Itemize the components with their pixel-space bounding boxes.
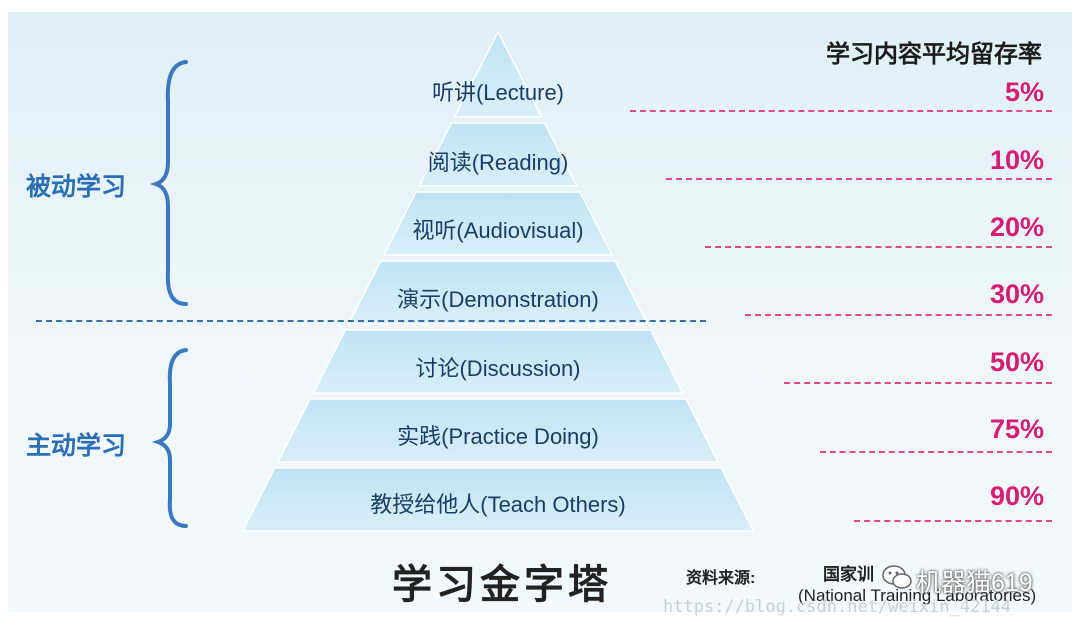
retention-audiovisual: 20% xyxy=(989,212,1044,242)
layer-label-teach: 教授给他人(Teach Others) xyxy=(370,492,626,517)
watermark-handle: 机器猫619 xyxy=(916,569,1033,597)
diagram-title: 学习金字塔 xyxy=(392,563,612,607)
retention-reading: 10% xyxy=(989,145,1044,175)
source-label: 资料来源: xyxy=(686,570,756,587)
active-brace xyxy=(151,348,188,528)
retention-teach: 90% xyxy=(989,481,1044,511)
retention-demonstration: 30% xyxy=(989,279,1044,309)
wechat-watermark-icon xyxy=(882,565,912,589)
pyramid-layer-audiovisual xyxy=(382,191,614,256)
source-org-english: (National Training Laboratories) xyxy=(798,586,1037,605)
source-org: 国家训 xyxy=(823,565,874,584)
leader-line-discussion xyxy=(784,382,1052,384)
leader-line-audiovisual xyxy=(705,246,1052,248)
url-watermark: https://blog.csdn.net/weixin_42144 xyxy=(663,597,1011,617)
active-learning-label: 主动学习 xyxy=(26,432,127,460)
layer-label-audiovisual: 视听(Audiovisual) xyxy=(412,218,584,243)
passive-active-divider xyxy=(36,320,706,322)
retention-practice: 75% xyxy=(989,414,1044,444)
layer-label-reading: 阅读(Reading) xyxy=(427,150,569,175)
pyramid-layer-lecture xyxy=(453,30,543,118)
passive-brace xyxy=(149,60,188,306)
pyramid-layer-practice xyxy=(276,398,720,463)
pyramid-layer-discussion xyxy=(311,329,685,394)
pyramid-layer-teach xyxy=(241,467,755,532)
leader-line-teach xyxy=(854,520,1052,522)
diagram-canvas: 学习内容平均留存率 被动学习 主动学习 听讲(Lecture) 阅读(Readi… xyxy=(8,12,1072,617)
passive-learning-label: 被动学习 xyxy=(26,173,127,201)
retention-lecture: 5% xyxy=(1004,77,1044,107)
layer-label-practice: 实践(Practice Doing) xyxy=(397,424,599,449)
leader-line-reading xyxy=(666,178,1052,180)
pyramid-diagram xyxy=(149,30,755,532)
layer-label-discussion: 讨论(Discussion) xyxy=(415,356,581,381)
pyramid-layer-reading xyxy=(417,122,579,187)
pyramid-layer-demonstration xyxy=(347,260,649,325)
layer-label-demonstration: 演示(Demonstration) xyxy=(397,287,599,312)
layer-label-lecture: 听讲(Lecture) xyxy=(431,80,565,105)
leader-line-practice xyxy=(820,451,1052,453)
retention-discussion: 50% xyxy=(989,347,1044,377)
leader-line-lecture xyxy=(630,110,1052,112)
retention-header: 学习内容平均留存率 xyxy=(826,41,1042,68)
leader-line-demonstration xyxy=(745,314,1052,316)
